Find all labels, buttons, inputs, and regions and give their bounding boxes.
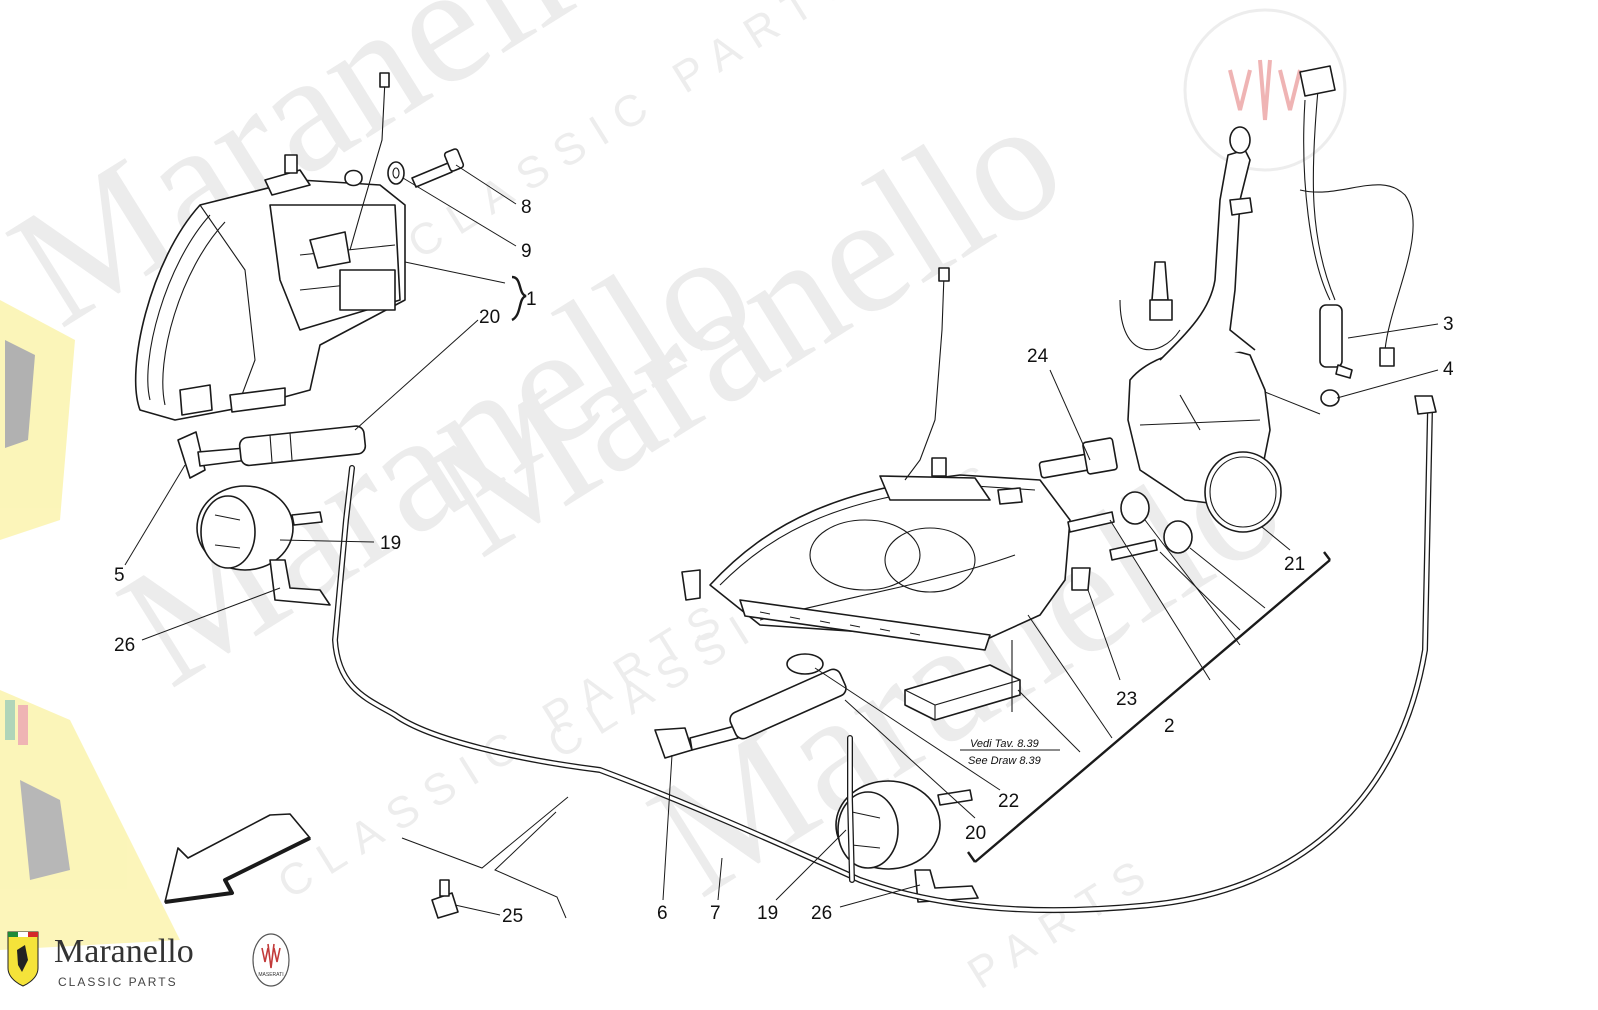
- group-brackets: [511, 275, 1331, 863]
- direction-arrow: [164, 813, 311, 904]
- callout-1: 1: [526, 289, 537, 310]
- callout-5: 5: [114, 565, 125, 586]
- leader-lines: [124, 164, 1439, 919]
- callout-19-right: 19: [757, 903, 778, 924]
- right-washer-pump-20: [729, 668, 847, 740]
- headlight-control-unit: [904, 640, 1021, 721]
- callout-6: 6: [657, 903, 668, 924]
- right-bulb-holder-small-1: [1067, 491, 1150, 533]
- left-washer-pump-20: [238, 425, 367, 467]
- right-bulb-24: [1038, 437, 1118, 479]
- right-washer-nozzle-6: [654, 725, 739, 759]
- reference-note: Vedi Tav. 8.39 See Draw 8.39: [960, 738, 1060, 767]
- callout-25: 25: [502, 906, 523, 927]
- callout-22: 22: [998, 791, 1019, 812]
- callout-3: 3: [1443, 314, 1454, 335]
- grommet-22: [786, 653, 824, 675]
- watermark-shield-1: [0, 300, 75, 540]
- callout-20-left: 20: [479, 307, 500, 328]
- right-bulb-holder-small-2: [1109, 520, 1193, 561]
- callout-23: 23: [1116, 689, 1137, 710]
- washer-hose-7: [332, 395, 1437, 914]
- trident-badge-text: MASERATI: [258, 972, 283, 978]
- right-fog-lamp-19: [835, 780, 973, 870]
- washer-pump-3: [1319, 304, 1353, 379]
- washer-9: [387, 161, 405, 185]
- reference-note-line2: See Draw 8.39: [968, 755, 1041, 767]
- watermark-shield-2: [0, 690, 180, 950]
- clip-25: [431, 879, 459, 919]
- callout-21: 21: [1284, 554, 1305, 575]
- ferrari-shield-icon: [7, 931, 39, 987]
- callout-7: 7: [710, 903, 721, 924]
- brand-tagline: CLASSIC PARTS: [58, 975, 178, 989]
- left-fog-lamp-19: [196, 485, 323, 571]
- callout-26-left: 26: [114, 635, 135, 656]
- reservoir-wiring-harness: [1299, 65, 1414, 367]
- left-fog-bracket-26: [269, 559, 331, 606]
- brand-name: Maranello: [54, 933, 194, 970]
- callout-9: 9: [521, 241, 532, 262]
- callout-24: 24: [1027, 346, 1049, 367]
- callout-20-right: 20: [965, 823, 986, 844]
- callout-8: 8: [521, 197, 532, 218]
- right-fog-bracket-26: [914, 869, 979, 903]
- washer-reservoir: [1119, 126, 1282, 533]
- callouts: 8 9 1 20 19 5 26 3 4 24 21 23 2 22 20 6 …: [114, 197, 1454, 927]
- callout-26-right: 26: [811, 903, 832, 924]
- grommet-4: [1320, 389, 1340, 407]
- brand-logo: Maranello CLASSIC PARTS MASERATI: [7, 931, 290, 989]
- reference-note-line1: Vedi Tav. 8.39: [970, 738, 1039, 750]
- watermark-caption: PARTS: [959, 844, 1165, 998]
- left-headlight-assembly: [134, 72, 406, 421]
- callout-19-left: 19: [380, 533, 401, 554]
- maserati-trident-icon: MASERATI: [252, 933, 290, 987]
- callout-2: 2: [1164, 716, 1175, 737]
- callout-4: 4: [1443, 359, 1454, 380]
- watermark-trident: [1183, 8, 1347, 172]
- bolt-8: [411, 148, 465, 188]
